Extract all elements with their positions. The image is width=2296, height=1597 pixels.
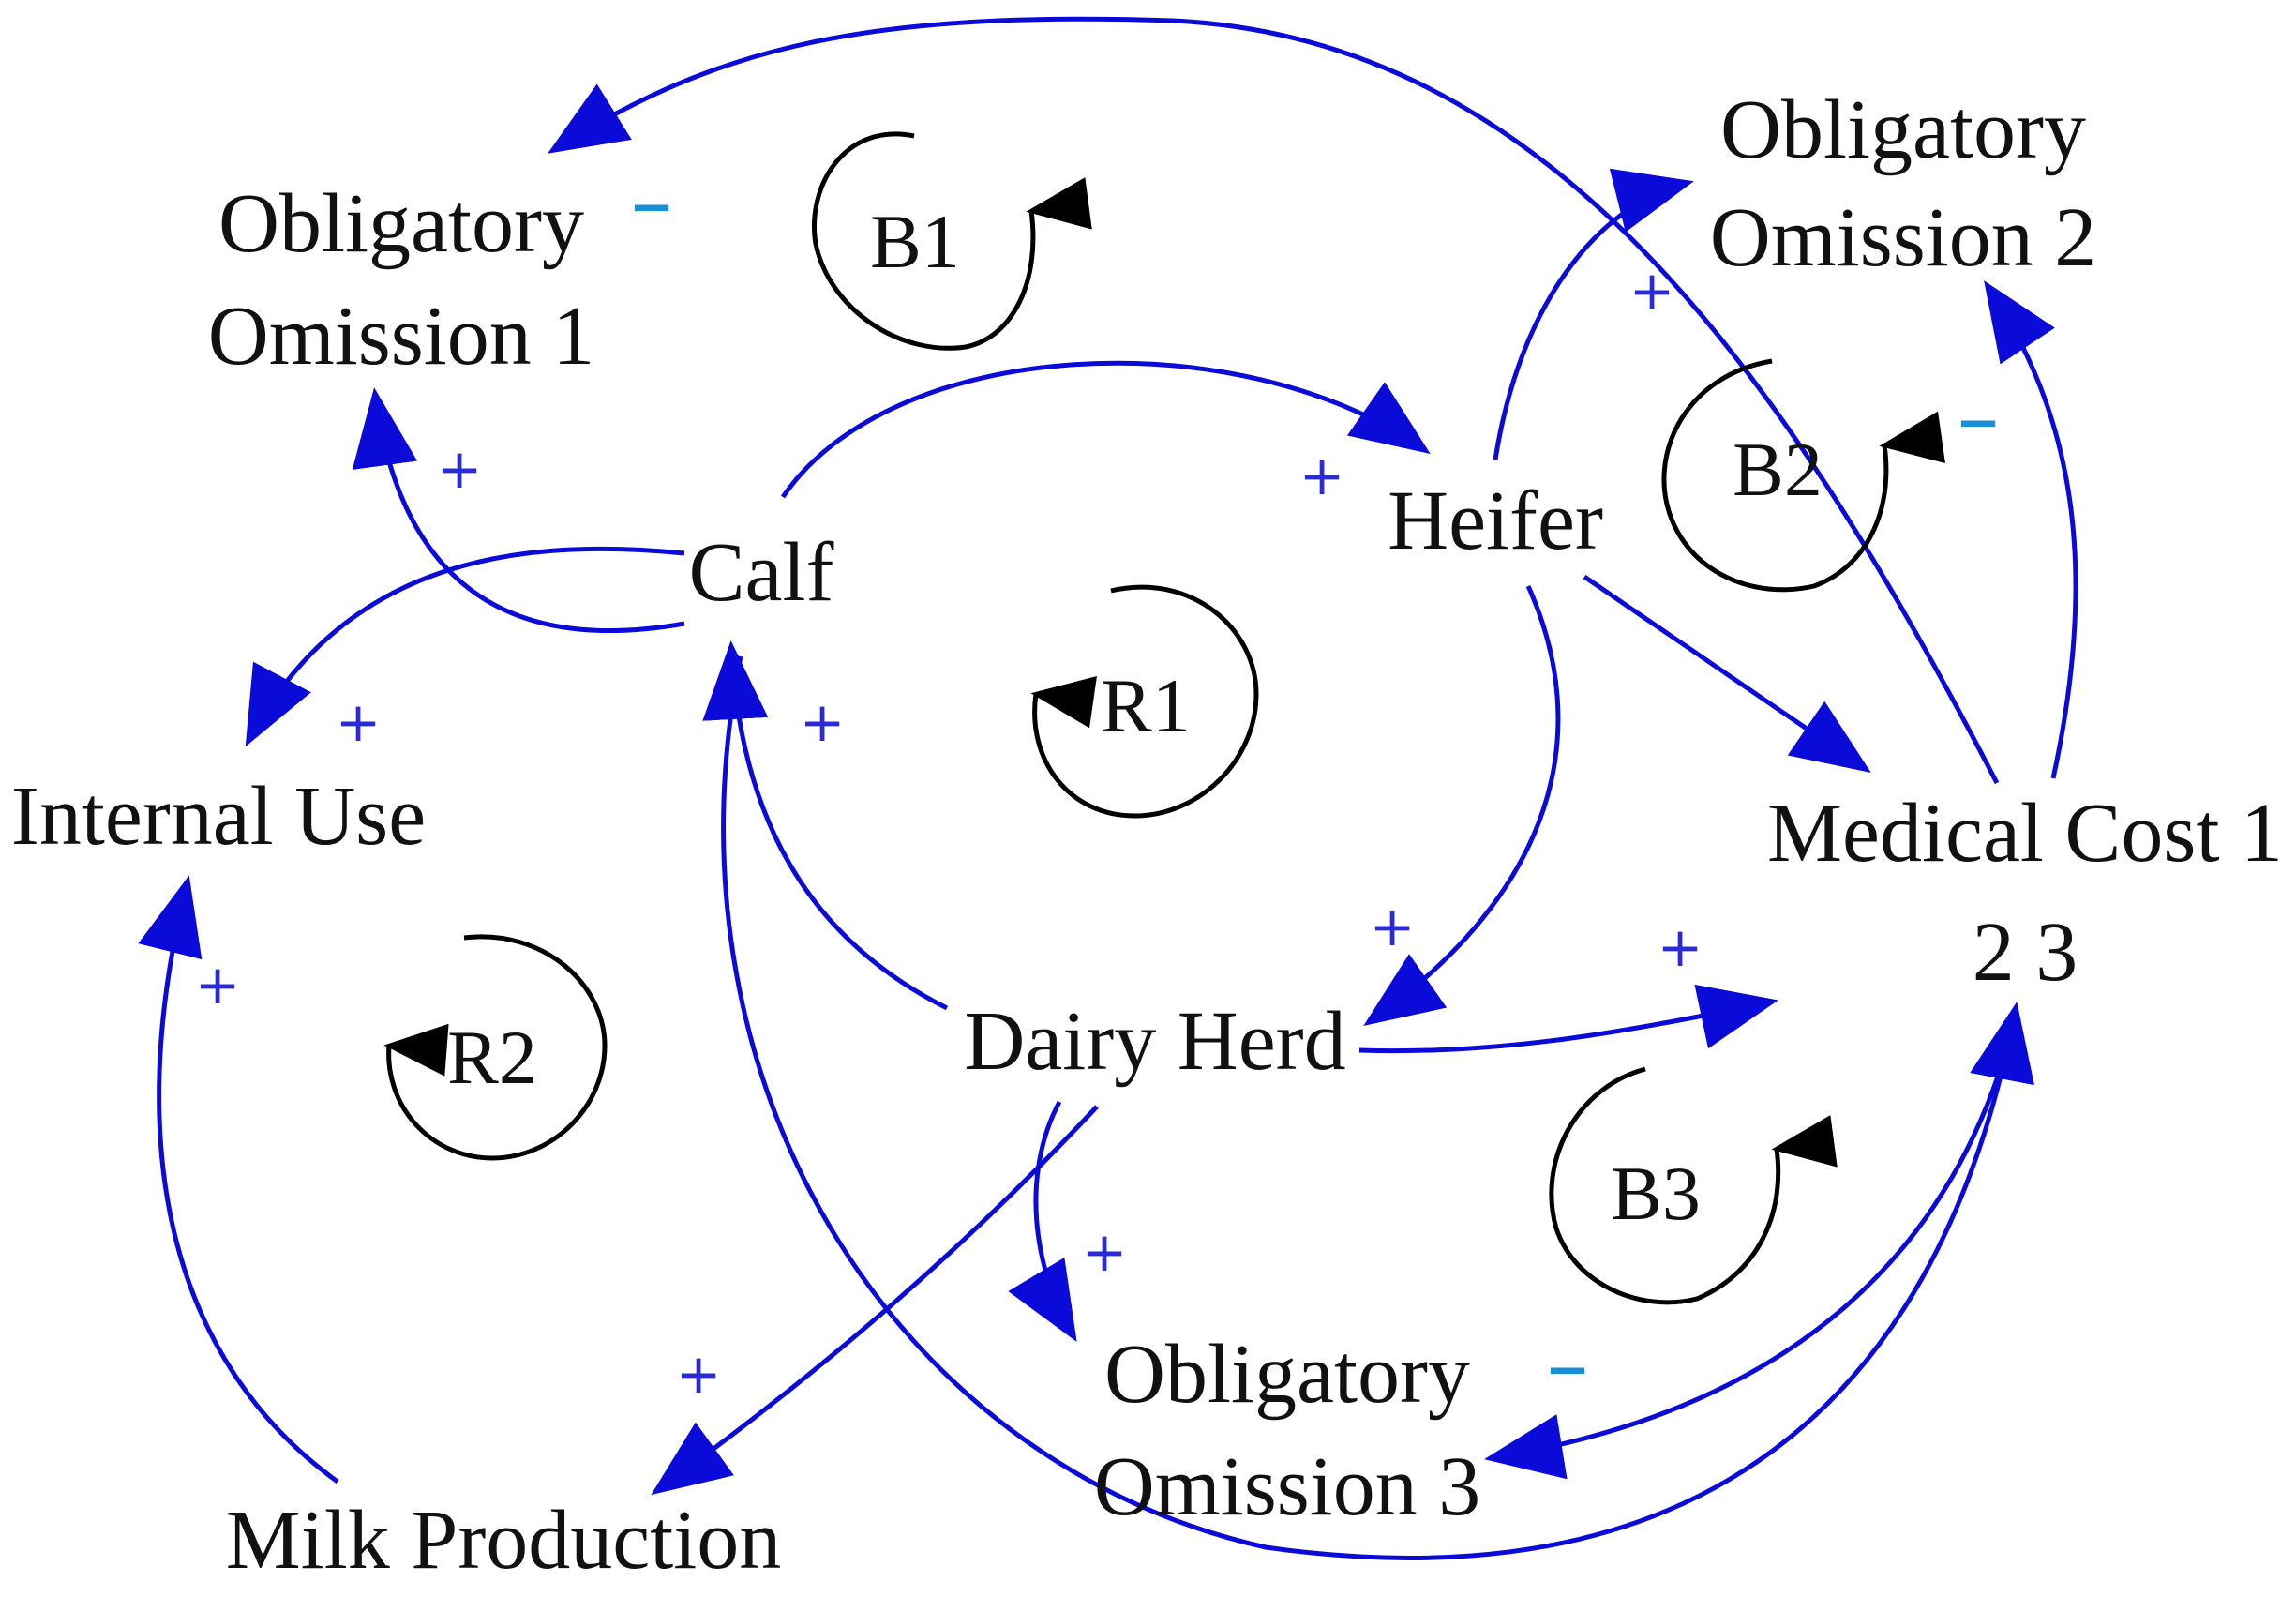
polarity-heifer-omission2: +	[1629, 259, 1675, 323]
svg-text:Medical Cost 1: Medical Cost 1	[1767, 787, 2283, 880]
svg-text:Internal Use: Internal Use	[11, 770, 426, 863]
link-heifer-to-dairyherd	[1363, 584, 1561, 1027]
link-dairyherd-to-milkproduction	[651, 1105, 1099, 1496]
link-dairyherd-to-omission3	[1008, 1100, 1077, 1343]
link-dairyherd-to-medical	[1358, 984, 1778, 1054]
polarity-milk-internaluse: +	[195, 953, 241, 1017]
node-internal-use: Internal Use	[11, 770, 426, 863]
polarity-heifer-dairyherd: +	[1370, 895, 1416, 958]
link-calf-to-medical	[721, 655, 2034, 1560]
loop-b1: B1	[812, 131, 1092, 351]
node-dairy-herd: Dairy Herd	[964, 995, 1345, 1088]
node-obligatory-omission-3: Obligatory Omission 3	[1094, 1328, 1481, 1533]
polarity-medical-omission2: −	[1956, 390, 2002, 454]
loop-label-b2: B2	[1733, 427, 1823, 512]
link-heifer-to-medical	[1583, 574, 1871, 773]
link-dairyherd-to-calf	[702, 640, 949, 1011]
polarity-medical-omission3: −	[1545, 1337, 1591, 1401]
svg-text:Milk Production: Milk Production	[226, 1494, 782, 1587]
node-milk-production: Milk Production	[226, 1494, 782, 1587]
link-calf-to-heifer	[780, 360, 1431, 499]
svg-text:Obligatory: Obligatory	[1104, 1328, 1470, 1421]
link-calf-to-internaluse	[245, 546, 685, 747]
svg-text:Omission 3: Omission 3	[1094, 1440, 1481, 1533]
polarity-dairyherd-milk: +	[676, 1342, 722, 1406]
link-calf-to-omission1	[352, 387, 685, 634]
polarity-calf-heifer: +	[1299, 444, 1345, 507]
node-calf: Calf	[689, 526, 834, 619]
loop-label-b1: B1	[870, 199, 960, 284]
polarity-dairyherd-calf: +	[800, 690, 846, 754]
svg-text:Omission 1: Omission 1	[208, 290, 595, 383]
svg-text:Heifer: Heifer	[1388, 475, 1603, 567]
loop-label-r2: R2	[447, 1015, 537, 1100]
link-heifer-to-omission2	[1493, 168, 1694, 460]
polarity-calf-internaluse: +	[336, 690, 382, 754]
polarity-calf-omission1: +	[437, 437, 483, 501]
svg-text:Calf: Calf	[689, 526, 834, 619]
polarity-medical-omission1: −	[629, 174, 675, 238]
loop-label-b3: B3	[1611, 1151, 1701, 1236]
svg-text:2 3: 2 3	[1973, 906, 2078, 999]
svg-text:Obligatory: Obligatory	[218, 177, 584, 270]
loop-label-r1: R1	[1101, 663, 1191, 748]
link-medical-to-omission3	[1484, 1049, 2009, 1480]
loop-r2: R2	[383, 934, 608, 1161]
loop-r1: R1	[1030, 584, 1259, 819]
loop-b3: B3	[1549, 1066, 1838, 1305]
link-milkproduction-to-internaluse	[138, 875, 339, 1484]
loop-b2: B2	[1661, 358, 1945, 593]
svg-text:Dairy Herd: Dairy Herd	[964, 995, 1345, 1088]
link-medical-to-omission2	[1984, 280, 2078, 779]
node-medical-cost: Medical Cost 1 2 3	[1767, 787, 2283, 999]
svg-text:Obligatory: Obligatory	[1720, 83, 2086, 176]
svg-text:Omission 2: Omission 2	[1710, 191, 2097, 284]
polarity-dairyherd-omission3: +	[1082, 1220, 1128, 1284]
node-obligatory-omission-1: Obligatory Omission 1	[208, 177, 595, 383]
polarity-dairyherd-medical: +	[1658, 915, 1703, 979]
node-heifer: Heifer	[1388, 475, 1603, 567]
link-medical-to-omission1	[548, 16, 2000, 785]
node-obligatory-omission-2: Obligatory Omission 2	[1710, 83, 2097, 284]
